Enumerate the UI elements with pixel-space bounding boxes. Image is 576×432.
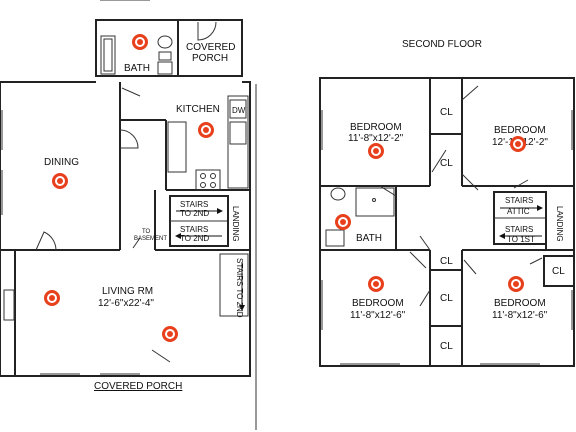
marker-icon xyxy=(44,290,60,306)
dining-door xyxy=(35,231,57,251)
label-closet-1: CL xyxy=(440,107,453,118)
small-closet xyxy=(543,255,575,287)
label-bedroom-4-dim: 11'-8"x12'-6" xyxy=(492,310,548,321)
marker-icon xyxy=(508,276,524,292)
label-stairs-down-1: STAIRS xyxy=(180,225,208,234)
label-to-basement-2: BASEMENT xyxy=(134,236,167,242)
label-bedroom-4: BEDROOM xyxy=(494,298,546,309)
label-dw: DW xyxy=(232,106,246,115)
back-wing-outline xyxy=(95,19,243,77)
label-living-rm: LIVING RM xyxy=(102,286,153,297)
label-landing-1: LANDING xyxy=(231,206,240,242)
label-dining: DINING xyxy=(44,157,79,168)
label-to-basement-1: TO xyxy=(142,229,151,235)
marker-icon xyxy=(335,214,351,230)
label-covered-porch-top-1: COVERED xyxy=(186,42,235,53)
stairs-to-2nd xyxy=(219,253,249,317)
second-floor-plan xyxy=(319,77,575,367)
dishwasher xyxy=(229,99,247,119)
label-stairs-1st-2: TO 1ST xyxy=(507,235,535,244)
label-bedroom-3: BEDROOM xyxy=(352,298,404,309)
label-bath-1: BATH xyxy=(124,63,150,74)
bath-sink-icon xyxy=(325,229,345,247)
label-stairs-up-2: TO 2ND xyxy=(180,209,209,218)
label-closet-5: CL xyxy=(440,341,453,352)
label-living-dim: 12'-6"x22'-4" xyxy=(98,298,154,309)
marker-icon xyxy=(198,122,214,138)
room-markers xyxy=(44,34,526,342)
shower-icon xyxy=(355,187,395,217)
label-bedroom-1-dim: 11'-8"x12'-2" xyxy=(348,133,404,144)
toilet-icon xyxy=(157,35,173,49)
toilet-icon-2 xyxy=(330,187,346,201)
label-stairs-vertical: STAIRS TO 2ND xyxy=(235,258,244,318)
marker-icon xyxy=(52,173,68,189)
label-covered-porch-top-2: PORCH xyxy=(192,53,228,64)
label-stairs-1st-1: STAIRS xyxy=(505,225,533,234)
sink-icon xyxy=(157,61,173,75)
label-closet-3: CL xyxy=(440,256,453,267)
marker-icon xyxy=(510,136,526,152)
label-second-floor-title: SECOND FLOOR xyxy=(402,39,482,50)
stove-icon xyxy=(195,169,221,191)
fireplace xyxy=(3,289,15,321)
living-door xyxy=(151,349,171,363)
house-outline xyxy=(0,81,251,377)
bathtub-icon xyxy=(100,35,116,75)
first-floor-plan xyxy=(0,0,257,430)
kitchen-door xyxy=(119,129,139,149)
kitchen-island xyxy=(167,121,187,173)
marker-icon xyxy=(162,326,178,342)
marker-icon xyxy=(368,276,384,292)
label-stairs-attic-2: ATTIC xyxy=(507,207,530,216)
label-covered-porch-bottom: COVERED PORCH xyxy=(94,381,182,392)
label-stairs-attic-1: STAIRS xyxy=(505,196,533,205)
kitchen-counter xyxy=(227,95,249,189)
label-bedroom-2: BEDROOM xyxy=(494,125,546,136)
label-landing-2: LANDING xyxy=(555,206,564,242)
label-closet-6: CL xyxy=(552,266,565,277)
second-floor-outline xyxy=(319,77,575,367)
kitchen-sink-icon xyxy=(229,121,247,145)
label-closet-4: CL xyxy=(440,293,453,304)
label-bath-2: BATH xyxy=(356,233,382,244)
label-closet-2: CL xyxy=(440,158,453,169)
label-bedroom-3-dim: 11'-8"x12'-6" xyxy=(350,310,406,321)
label-kitchen: KITCHEN xyxy=(176,104,220,115)
label-stairs-up-1: STAIRS xyxy=(180,200,208,209)
marker-icon xyxy=(132,34,148,50)
label-stairs-down-2: TO 2ND xyxy=(180,234,209,243)
marker-icon xyxy=(368,143,384,159)
label-bedroom-1: BEDROOM xyxy=(350,122,402,133)
